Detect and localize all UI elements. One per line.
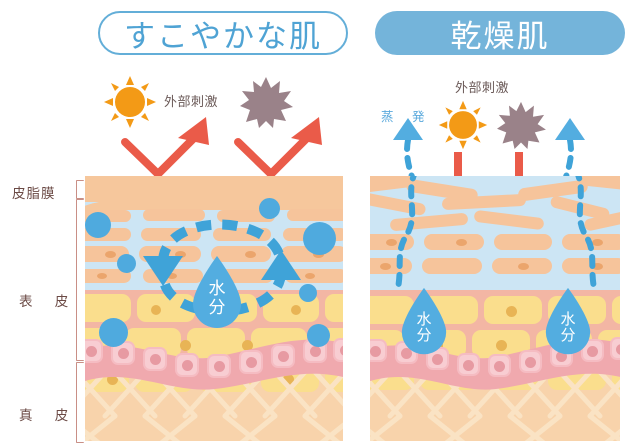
water-droplet-icon bbox=[401, 287, 447, 355]
cell-nucleus bbox=[245, 251, 256, 258]
basal-cell bbox=[239, 350, 263, 374]
evaporation-path-inner-left bbox=[395, 176, 417, 291]
cell-nucleus bbox=[518, 263, 529, 270]
bracket-epidermis bbox=[76, 199, 84, 361]
droplet-label-right-2: 水 分 bbox=[542, 302, 594, 352]
horny-cell bbox=[211, 246, 271, 262]
water-droplet-icon bbox=[193, 256, 241, 328]
cell-nucleus bbox=[616, 344, 620, 355]
cell-nucleus bbox=[107, 374, 118, 385]
cell-nucleus bbox=[592, 263, 603, 270]
sun-icon bbox=[438, 100, 488, 150]
stimulus-label-right: 外部刺激 bbox=[455, 81, 510, 96]
moisture-particle bbox=[99, 318, 128, 347]
droplet-label-char1: 水 bbox=[208, 279, 226, 300]
cell-nucleus bbox=[463, 360, 474, 371]
cell-nucleus bbox=[494, 361, 505, 372]
cell-nucleus bbox=[150, 354, 161, 365]
cell-nucleus bbox=[105, 251, 116, 258]
cell-nucleus bbox=[175, 251, 186, 258]
moisture-particle bbox=[117, 254, 136, 273]
cell-nucleus bbox=[592, 239, 603, 246]
axis-label-sebum-film: 皮脂膜 bbox=[12, 186, 56, 202]
cell-nucleus bbox=[278, 351, 289, 362]
bracket-sebum-film bbox=[76, 180, 84, 199]
cell-nucleus bbox=[525, 357, 536, 368]
cell-nucleus bbox=[242, 340, 253, 351]
sun-icon bbox=[104, 76, 156, 128]
evaporation-path-inner-right bbox=[575, 176, 597, 291]
droplet-label-char1: 水 bbox=[560, 309, 576, 328]
moisture-particle bbox=[303, 222, 336, 255]
cell-nucleus bbox=[182, 360, 193, 371]
burst-star-icon bbox=[497, 101, 546, 149]
spinous-cell bbox=[85, 294, 131, 322]
skin-cross-section-healthy: 水 分 bbox=[85, 176, 343, 441]
basal-cell bbox=[610, 337, 620, 360]
skin-cross-section-dry: 水 分 水 分 bbox=[370, 176, 620, 441]
cell-nucleus bbox=[214, 361, 225, 372]
evaporation-label: 蒸 発 bbox=[381, 109, 428, 124]
axis-label-epidermis: 表 皮 bbox=[19, 294, 78, 310]
horny-cell bbox=[494, 234, 552, 250]
droplet-label-char2: 分 bbox=[208, 298, 226, 318]
horny-cell bbox=[424, 234, 484, 250]
droplet-label-right-1: 水 分 bbox=[398, 302, 450, 352]
axis-label-dermis: 真 皮 bbox=[19, 408, 78, 424]
burst-star-icon bbox=[240, 77, 293, 128]
spinous-cell bbox=[612, 364, 620, 390]
cell-nucleus bbox=[283, 374, 294, 385]
horny-cell bbox=[287, 209, 343, 221]
cell-nucleus bbox=[401, 348, 412, 359]
cell-nucleus bbox=[246, 357, 257, 368]
water-droplet-icon bbox=[545, 287, 591, 355]
basal-cell bbox=[143, 347, 167, 371]
stimulus-label-left: 外部刺激 bbox=[164, 95, 219, 110]
basal-cell bbox=[333, 338, 343, 362]
moisture-particle bbox=[307, 324, 330, 347]
cell-nucleus bbox=[167, 273, 177, 279]
cell-nucleus bbox=[556, 351, 567, 362]
droplet-label-char1: 水 bbox=[416, 309, 432, 328]
cell-nucleus bbox=[180, 340, 191, 351]
spinous-cell bbox=[612, 296, 620, 324]
cell-nucleus bbox=[386, 239, 397, 246]
cell-nucleus bbox=[86, 346, 97, 357]
cell-nucleus bbox=[291, 305, 301, 315]
cell-nucleus bbox=[97, 273, 107, 279]
cell-nucleus bbox=[506, 306, 517, 317]
cell-nucleus bbox=[340, 345, 343, 356]
droplet-label-char2: 分 bbox=[416, 326, 432, 344]
moisture-particle bbox=[259, 198, 280, 219]
cell-nucleus bbox=[310, 346, 321, 357]
panel-title-healthy: すこやかな肌 bbox=[98, 11, 348, 55]
cell-nucleus bbox=[118, 348, 129, 359]
moisture-particle bbox=[85, 212, 111, 238]
cell-nucleus bbox=[151, 305, 161, 315]
cell-nucleus bbox=[305, 273, 315, 279]
cell-nucleus bbox=[432, 354, 443, 365]
cell-nucleus bbox=[380, 263, 391, 270]
bounce-arrows-left bbox=[121, 117, 322, 178]
droplet-label-left: 水 分 bbox=[189, 272, 245, 326]
spinous-cell bbox=[325, 294, 343, 322]
cell-nucleus bbox=[587, 346, 598, 357]
cell-nucleus bbox=[456, 239, 467, 246]
horny-cell bbox=[422, 258, 482, 274]
panel-title-dry: 乾燥肌 bbox=[375, 11, 625, 55]
horny-cell bbox=[85, 269, 131, 283]
cell-nucleus bbox=[496, 340, 507, 351]
bracket-dermis bbox=[76, 362, 84, 443]
cell-nucleus bbox=[370, 346, 381, 357]
horny-cell bbox=[143, 209, 205, 221]
moisture-particle bbox=[299, 284, 317, 302]
droplet-label-char2: 分 bbox=[560, 326, 576, 344]
